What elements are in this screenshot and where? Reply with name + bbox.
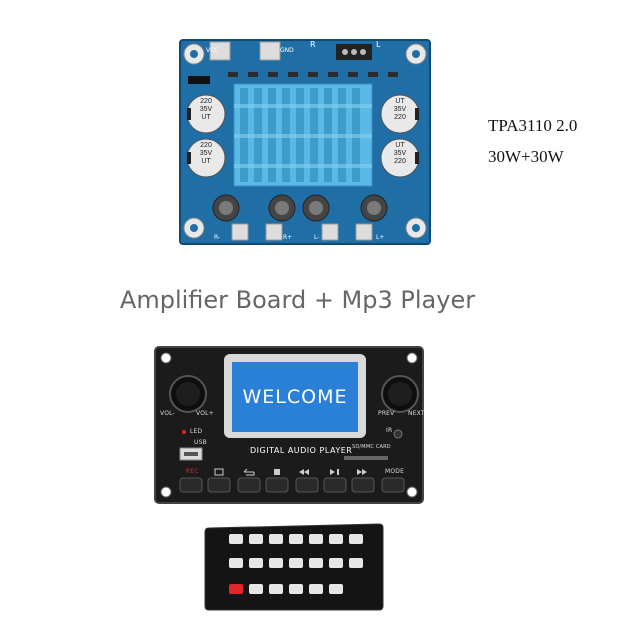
capacitor-label-3: UT 35V 220 — [393, 98, 407, 121]
previous-button[interactable] — [296, 478, 318, 492]
l-top-label: L — [376, 40, 381, 49]
mode-label: MODE — [385, 468, 405, 475]
track-knob[interactable] — [382, 376, 418, 412]
r-plus-label: R+ — [283, 234, 293, 241]
product-caption: Amplifier Board + Mp3 Player — [119, 286, 476, 314]
next-button[interactable] — [352, 478, 374, 492]
vol-minus-label: VOL- — [160, 410, 175, 417]
amplifier-board — [179, 39, 431, 245]
ir-label: IR — [386, 427, 393, 434]
r-top-label: R — [310, 40, 316, 49]
rec-label: REC — [186, 468, 199, 475]
mp3-player-panel — [154, 346, 424, 504]
next-label: NEXT — [408, 410, 425, 417]
volume-knob[interactable] — [170, 376, 206, 412]
prev-label: PREV — [378, 410, 395, 417]
player-title: DIGITAL AUDIO PLAYER — [250, 446, 353, 455]
vol-plus-label: VOL+ — [196, 410, 214, 417]
stop-button[interactable] — [266, 478, 288, 492]
usb-label: USB — [194, 439, 207, 446]
gnd-label: GND — [280, 47, 294, 54]
spec-power: 30W+30W — [488, 147, 564, 166]
play-pause-button[interactable] — [324, 478, 346, 492]
sd-card-label: SD/MMC CARD — [352, 444, 391, 450]
mode-button[interactable] — [382, 478, 404, 492]
capacitor-label-4: UT 35V 220 — [393, 142, 407, 165]
capacitor-label-1: 220 35V UT — [199, 98, 213, 121]
rec-button[interactable] — [180, 478, 202, 492]
spec-model: TPA3110 2.0 — [488, 116, 578, 135]
l-minus-label: L- — [314, 234, 320, 241]
repeat-button[interactable] — [238, 478, 260, 492]
vcc-label: VCC — [206, 47, 219, 54]
screen-welcome: WELCOME — [242, 386, 348, 408]
remote-control — [204, 523, 384, 611]
capacitor-label-2: 220 35V UT — [199, 142, 213, 165]
folder-button[interactable] — [208, 478, 230, 492]
led-label: LED — [190, 428, 203, 435]
r-minus-label: R- — [214, 234, 221, 241]
l-plus-label: L+ — [376, 234, 385, 241]
